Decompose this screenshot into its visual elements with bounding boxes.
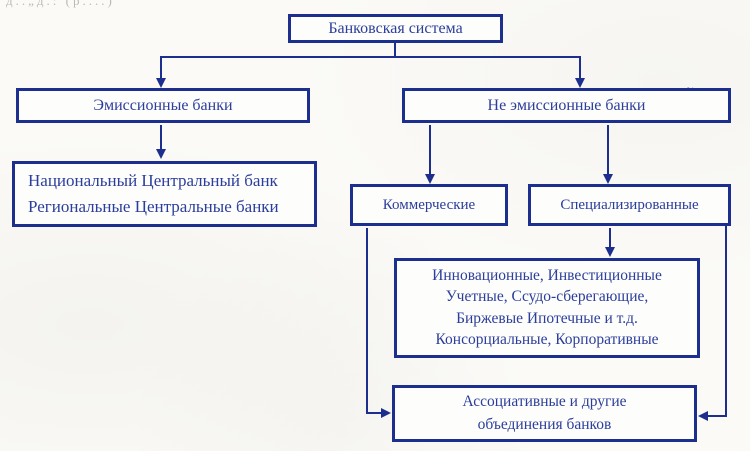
connector-to-emission — [160, 56, 162, 79]
arrowhead-down-icon — [156, 78, 166, 88]
node-specialized-types-line4: Консорциальные, Корпоративные — [435, 331, 659, 349]
node-central-banks-line1: Национальный Центральный банк — [28, 170, 278, 190]
connector-commercial-to-assoc-horizontal — [366, 412, 383, 414]
connector-to-commercial — [429, 125, 431, 176]
node-non-emission-banks-label: Не эмиссионные банки — [487, 96, 646, 114]
node-specialized-types-line2: Учетные, Ссудо-сберегающие, — [445, 288, 649, 306]
node-non-emission-banks: Не эмиссионные банки — [402, 88, 731, 123]
arrowhead-down-icon — [575, 78, 585, 88]
connector-to-specialized — [607, 125, 609, 176]
connector-commercial-to-assoc-vertical — [366, 228, 368, 414]
node-emission-banks-label: Эмиссионные банки — [93, 96, 233, 114]
connector-to-non-emission — [579, 56, 581, 79]
node-central-banks: Национальный Центральный банк Региональн… — [12, 161, 317, 227]
arrowhead-down-icon — [425, 174, 435, 184]
cropped-caption-artifact: д..„д.: (р....) — [6, 0, 115, 8]
node-specialized-types: Инновационные, Инвестиционные Учетные, С… — [394, 258, 700, 358]
node-bank-associations-line1: Ассоциативные и другие — [462, 393, 627, 410]
connector-root-split-bar — [160, 56, 581, 58]
connector-specialized-to-assoc-horizontal — [706, 415, 727, 417]
node-specialized-types-line3: Биржевые Ипотечные и т.д. — [456, 309, 638, 327]
node-banking-system: Банковская система — [288, 14, 503, 43]
arrowhead-down-icon — [605, 247, 615, 257]
connector-specialized-to-types — [609, 228, 611, 249]
node-commercial-banks-label: Коммерческие — [382, 196, 476, 213]
connector-specialized-to-assoc-vertical — [725, 226, 727, 417]
arrowhead-down-icon — [156, 149, 166, 159]
arrowhead-right-icon — [381, 408, 391, 418]
node-bank-associations: Ассоциативные и другие объединения банко… — [392, 385, 697, 442]
node-central-banks-line2: Региональные Центральные банки — [28, 197, 279, 217]
arrowhead-left-icon — [698, 411, 708, 421]
arrowhead-down-icon — [603, 174, 613, 184]
node-bank-associations-line2: объединения банков — [477, 416, 612, 433]
node-specialized-banks-label: Специализированные — [560, 196, 699, 213]
node-emission-banks: Эмиссионные банки — [16, 88, 310, 123]
node-banking-system-label: Банковская система — [328, 19, 463, 37]
node-specialized-types-line1: Инновационные, Инвестиционные — [432, 266, 662, 284]
connector-root-stub — [394, 43, 396, 57]
node-commercial-banks: Коммерческие — [350, 184, 508, 226]
node-specialized-banks: Специализированные — [528, 184, 731, 226]
connector-emission-to-central — [160, 125, 162, 151]
